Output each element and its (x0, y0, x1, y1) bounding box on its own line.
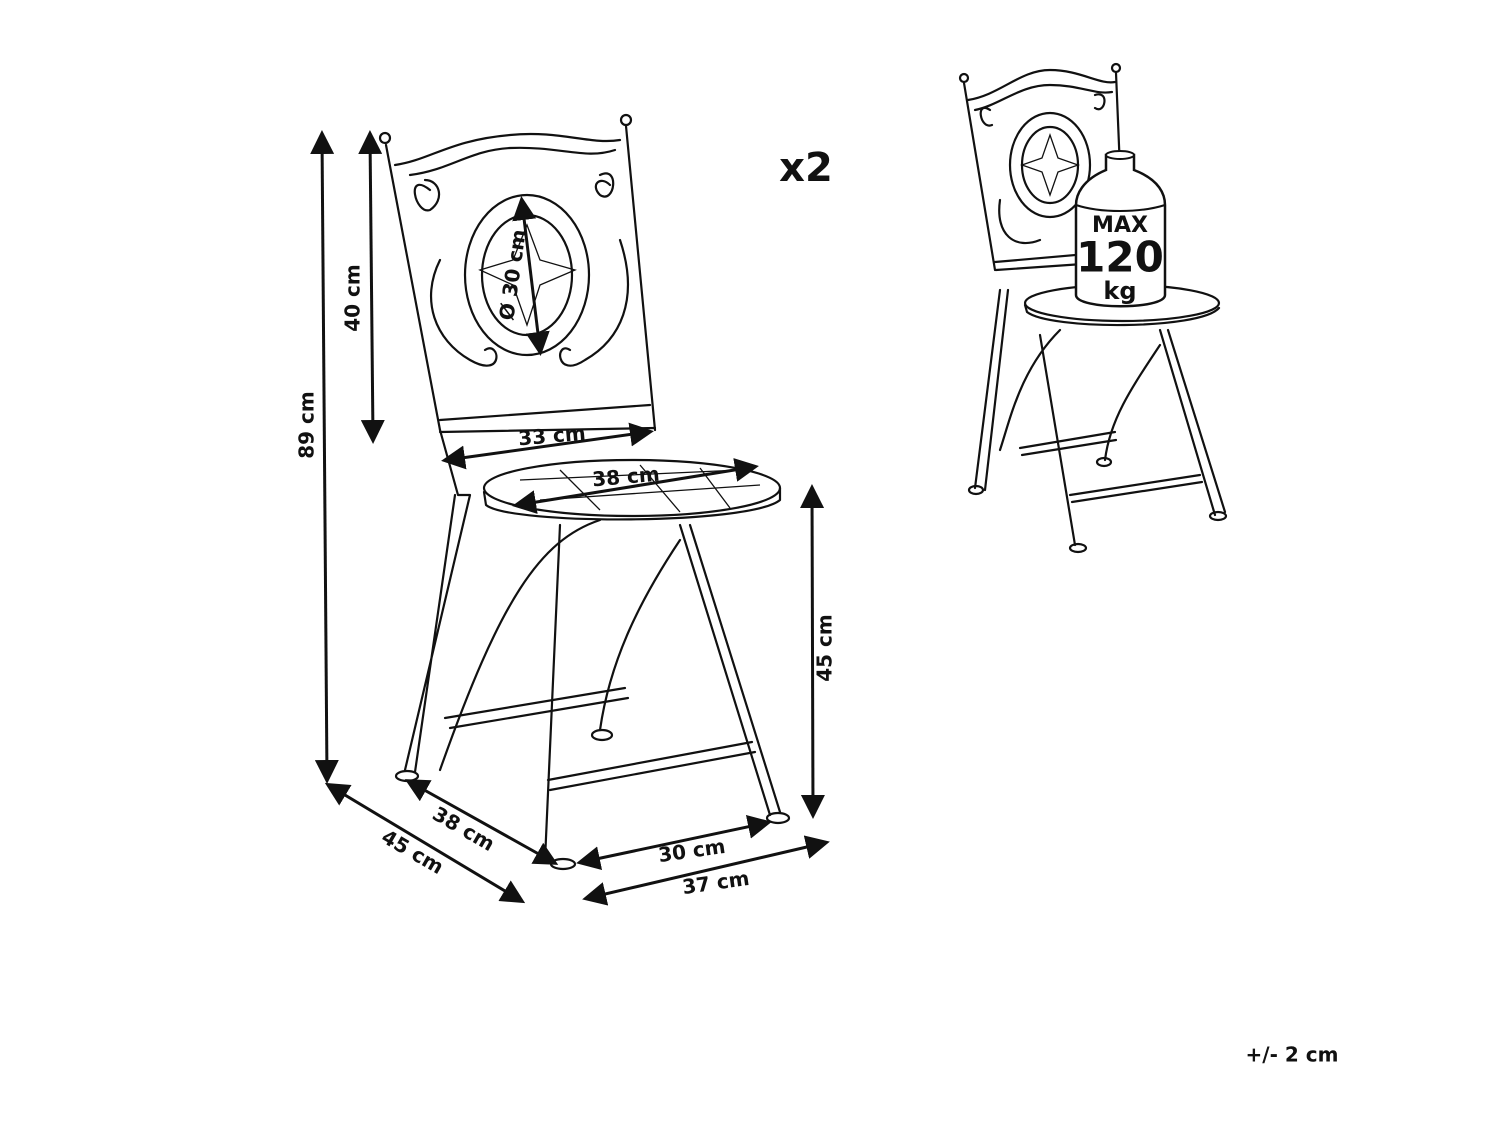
tolerance-label: +/- 2 cm (1246, 1043, 1339, 1067)
max-load-line1: MAX (1092, 213, 1148, 238)
dimension-arrows (310, 130, 830, 906)
width-inner-label: 30 cm (657, 834, 727, 867)
backrest-width-label: 33 cm (517, 421, 586, 451)
medallion-diameter-label: Ø 30 cm (494, 228, 530, 322)
width-outer-label: 37 cm (681, 866, 751, 899)
quantity-label: x2 (779, 145, 833, 191)
max-load-value: 120 (1076, 233, 1164, 282)
small-chair-drawing (958, 62, 1228, 554)
seat-height-label: 45 cm (813, 614, 837, 682)
seat-diameter-label: 38 cm (591, 462, 660, 492)
max-load-unit: kg (1103, 277, 1136, 305)
backrest-height-label: 40 cm (341, 264, 365, 332)
max-load-weight-icon: MAX 120 kg (1074, 150, 1167, 308)
seat-depth-label: 38 cm (429, 801, 499, 856)
depth-outer-label: 45 cm (378, 824, 448, 879)
total-height-label: 89 cm (295, 391, 319, 459)
main-chair-drawing (378, 113, 791, 871)
